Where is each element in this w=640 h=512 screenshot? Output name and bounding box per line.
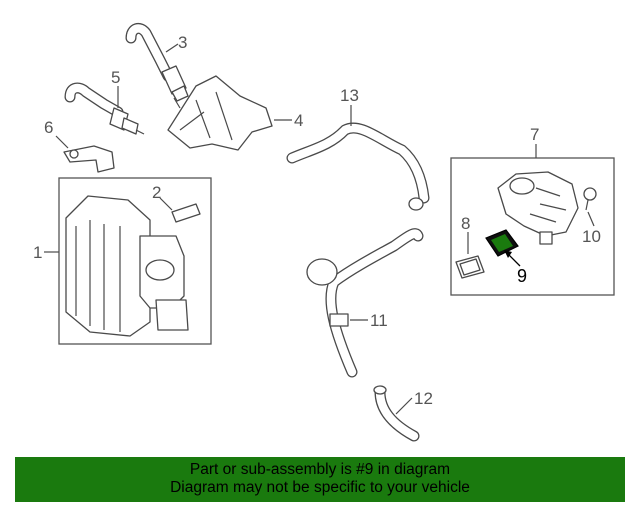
leader-2 <box>159 197 173 211</box>
callout-8: 8 <box>461 214 470 233</box>
part-3-sensor[interactable] <box>125 22 189 109</box>
part-6-bracket[interactable] <box>63 145 115 173</box>
leader-9-arrow <box>507 253 521 267</box>
info-line-2: Diagram may not be specific to your vehi… <box>170 479 470 496</box>
part-13-hose[interactable] <box>286 122 430 211</box>
leader-10 <box>587 211 595 227</box>
part-10-screw[interactable] <box>583 187 597 211</box>
parts-diagram: 3 5 6 4 13 1 2 <box>33 22 615 442</box>
callout-1: 1 <box>33 243 42 262</box>
arrowhead-9-icon <box>504 250 512 258</box>
callout-12: 12 <box>414 389 433 408</box>
leader-12 <box>395 397 413 415</box>
leader-6 <box>55 135 69 149</box>
part-12-hose[interactable] <box>373 385 420 442</box>
part-2-fitting[interactable] <box>171 203 201 223</box>
part-7-separator[interactable] <box>497 171 579 245</box>
part-8-gasket[interactable] <box>455 255 485 279</box>
callout-2: 2 <box>152 183 161 202</box>
callout-5: 5 <box>111 68 120 87</box>
part-9-highlighted[interactable] <box>485 229 519 257</box>
part-1-canister[interactable] <box>65 195 189 337</box>
leader-3 <box>165 43 179 53</box>
part-11-hose[interactable] <box>306 228 424 378</box>
callout-9: 9 <box>517 266 527 286</box>
callout-4: 4 <box>294 111 303 130</box>
callout-11: 11 <box>370 311 388 330</box>
assembly-1-frame <box>58 177 212 345</box>
info-line-1: Part or sub-assembly is #9 in diagram <box>189 461 451 478</box>
info-banner: Part or sub-assembly is #9 in diagram Di… <box>15 457 625 502</box>
callout-13: 13 <box>340 86 359 105</box>
part-4-heat-shield[interactable] <box>167 75 273 151</box>
callout-3: 3 <box>178 33 187 52</box>
callout-7: 7 <box>530 125 539 144</box>
part-5-sensor[interactable] <box>64 82 145 135</box>
callout-10: 10 <box>582 227 601 246</box>
assembly-7-frame <box>450 157 615 296</box>
callout-6: 6 <box>44 118 53 137</box>
